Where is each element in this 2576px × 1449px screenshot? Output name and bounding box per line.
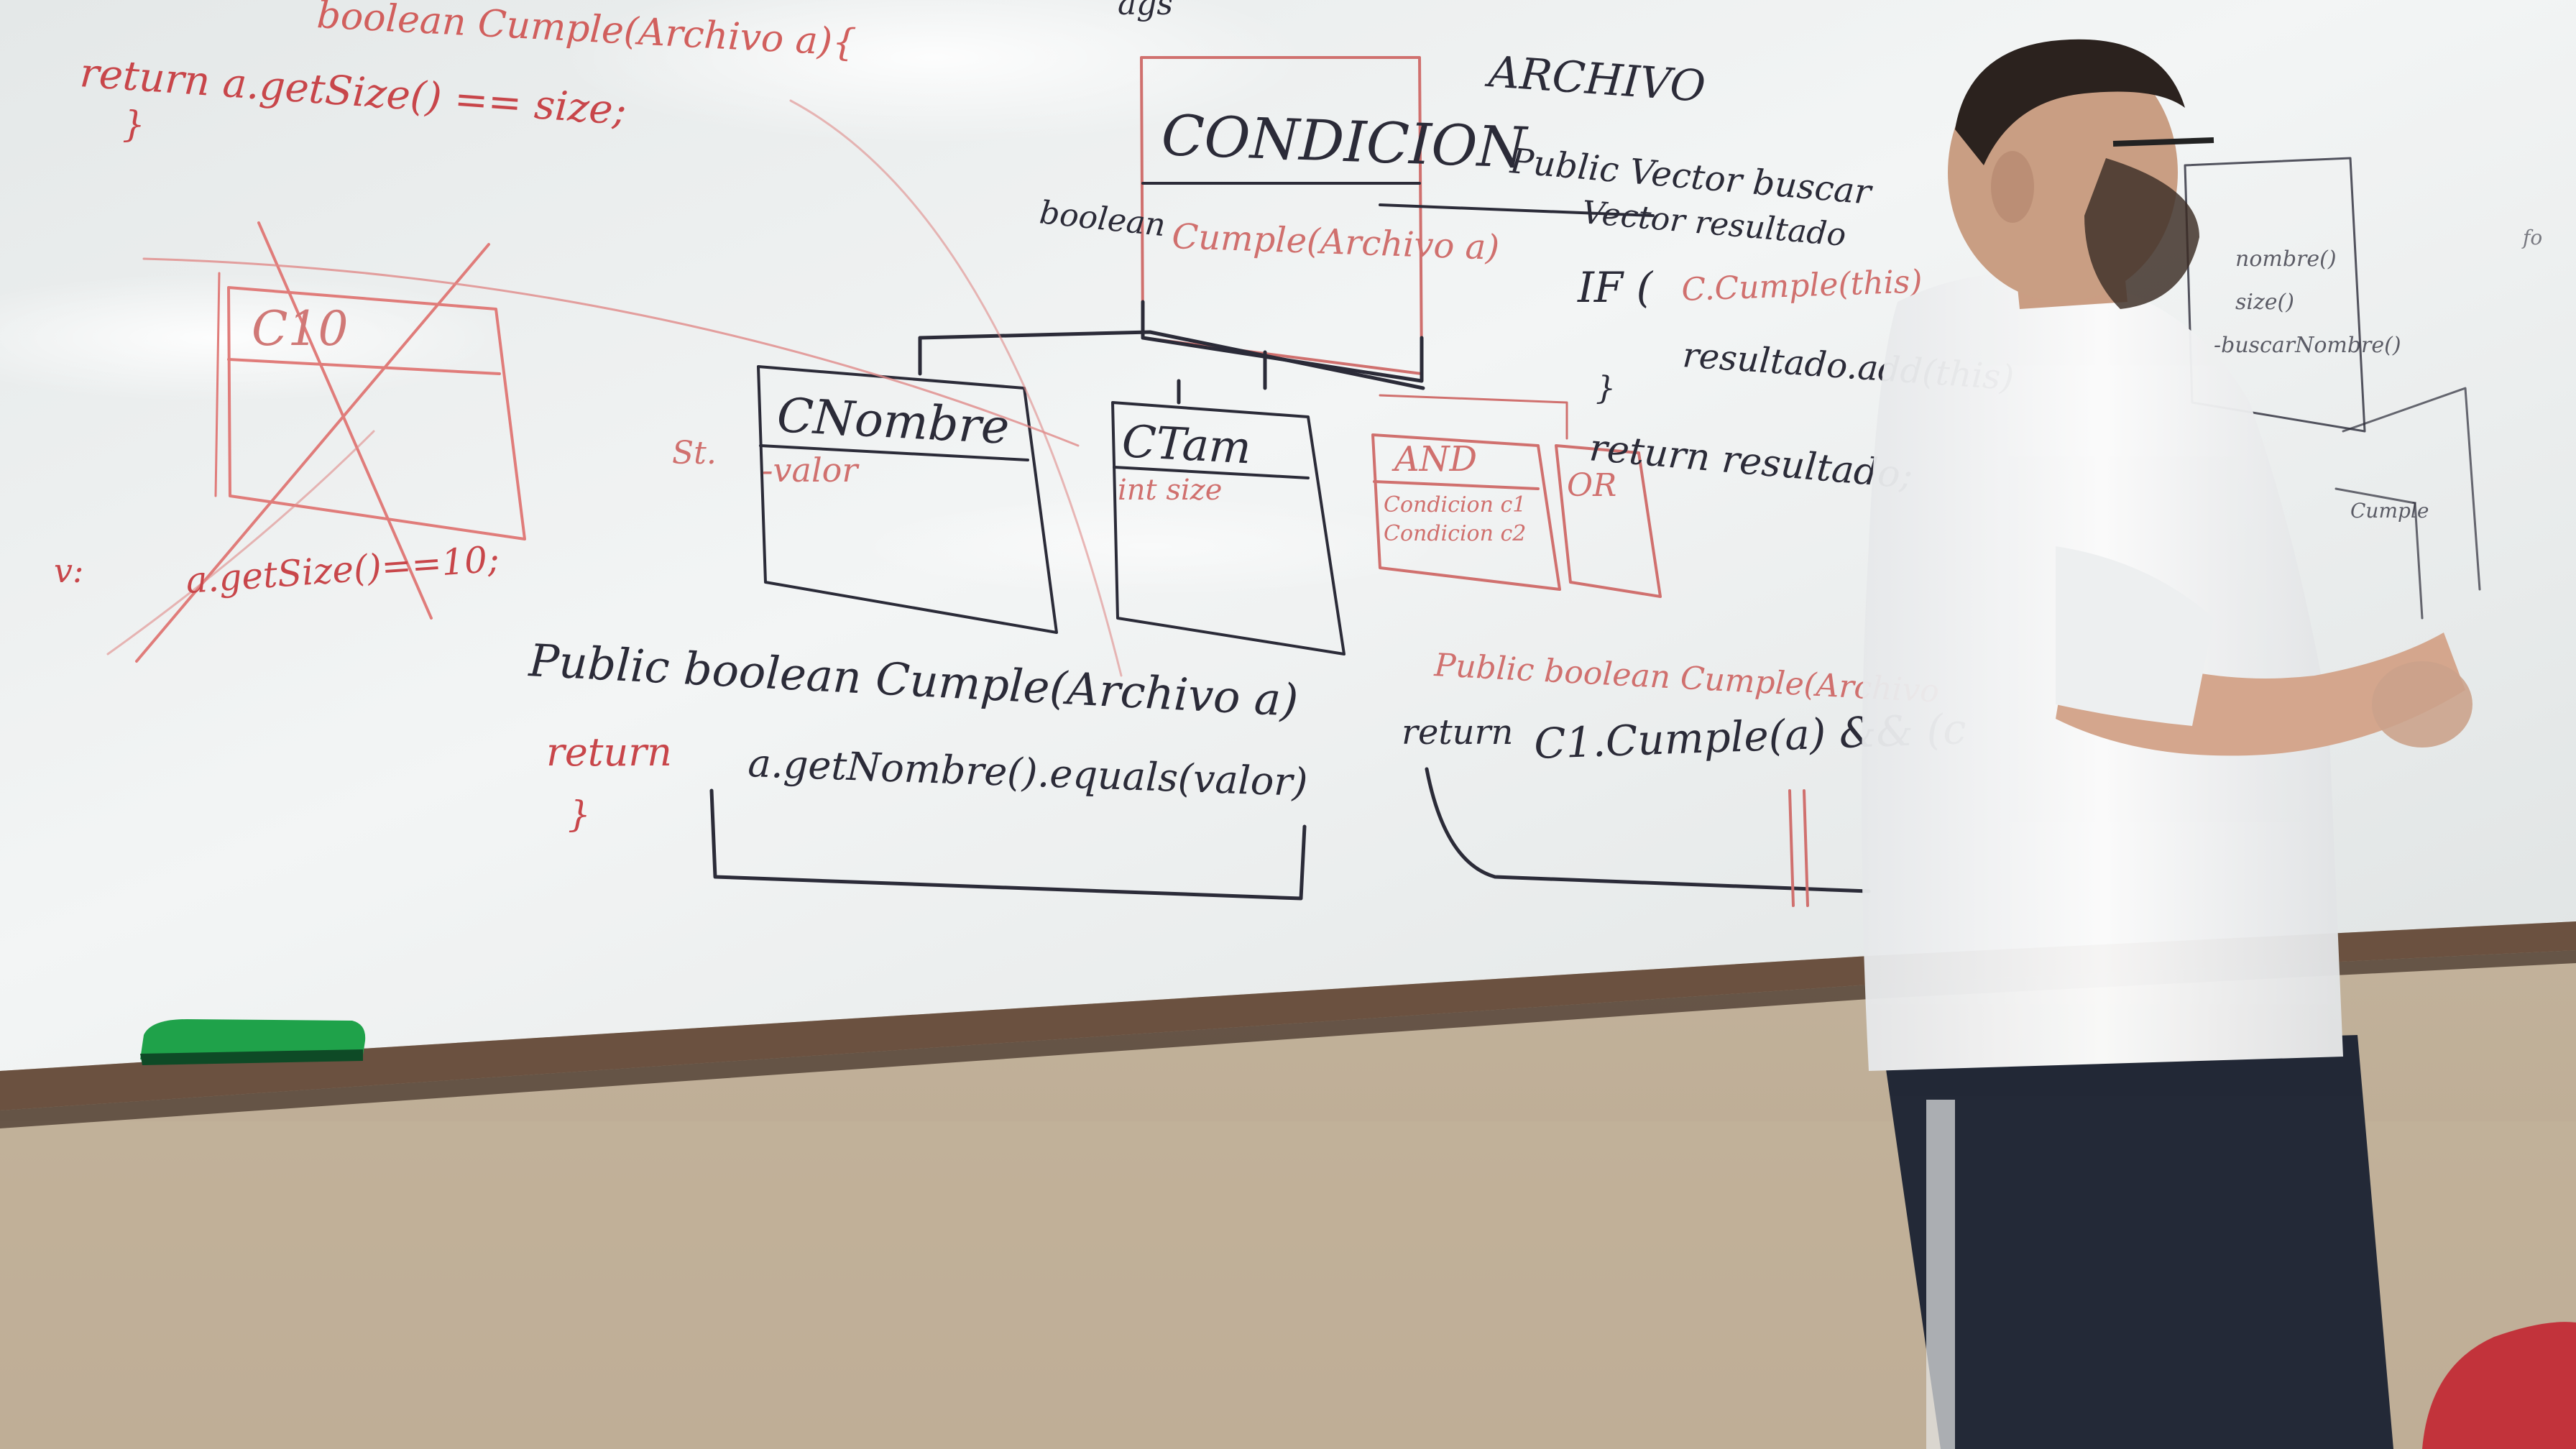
and-attr-2: Condicion c2 — [1384, 521, 1526, 546]
crossed-note-prefix: v: — [54, 551, 84, 590]
crossed-box — [227, 286, 526, 540]
ctam-title: CTam — [1121, 415, 1252, 474]
or-title: OR — [1567, 467, 1616, 504]
right-fragment-3: -buscarNombre() — [2214, 333, 2401, 358]
right-fragment-5: fo — [2521, 226, 2542, 249]
cnombre-title: CNombre — [776, 387, 1011, 455]
right-fragment-4: Cumple — [2350, 499, 2429, 523]
cnombre-attr-prefix: St. — [672, 435, 717, 472]
top-marker: ags — [1118, 0, 1173, 22]
top-left-line-3: } — [122, 104, 145, 145]
presenter — [1862, 39, 2472, 1449]
bottom-left-line-2-red: return — [546, 730, 672, 775]
and-box — [1371, 433, 1561, 591]
right-fragment-2: size() — [2235, 290, 2294, 315]
cnombre-attr: -valor — [762, 451, 860, 489]
right-fragment-1: nombre() — [2235, 247, 2337, 272]
crossed-box-title: C10 — [252, 301, 348, 356]
red-chair-back — [2422, 1322, 2576, 1449]
whiteboard-eraser-icon[interactable] — [140, 1019, 366, 1065]
ctam-attr: int size — [1118, 474, 1222, 507]
archivo-line-3-red: C.Cumple(this) — [1681, 263, 1923, 308]
or-box — [1555, 444, 1662, 598]
condicion-title: CONDICION — [1160, 104, 1529, 181]
bottom-right-line-2: return — [1402, 712, 1513, 753]
and-title: AND — [1392, 439, 1477, 479]
cnombre-box — [757, 365, 1058, 634]
archivo-line-5: } — [1596, 370, 1616, 407]
ctam-box — [1111, 401, 1346, 656]
archivo-line-3: IF ( — [1577, 263, 1654, 312]
bottom-left-line-3: } — [568, 794, 591, 835]
and-attr-1: Condicion c1 — [1384, 492, 1526, 518]
